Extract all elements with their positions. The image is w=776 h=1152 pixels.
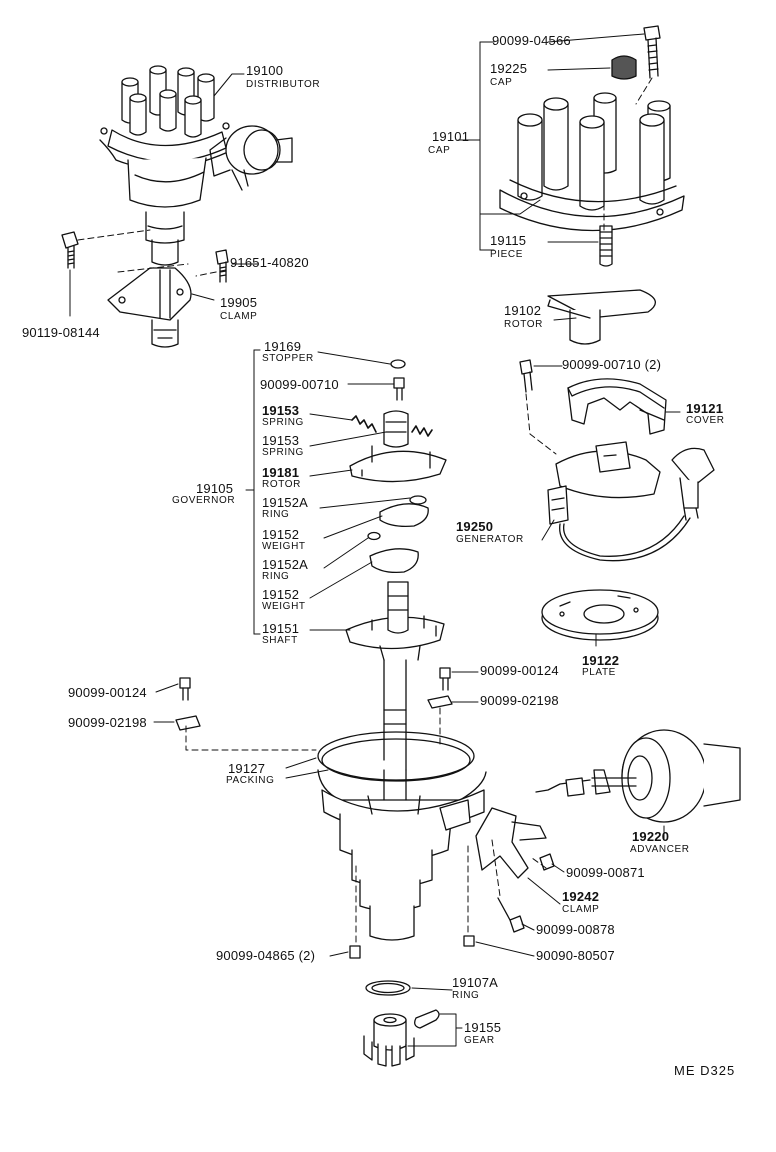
part-number-19905: 19905 (220, 295, 258, 310)
plate-19122-illustration (541, 589, 659, 641)
part-name-ring-a: RING (262, 509, 290, 520)
part-number-19152A-b: 19152A (262, 557, 309, 572)
distributor-assembly-illustration (61, 65, 293, 348)
part-number-91651-40820: 91651-40820 (230, 255, 309, 270)
screws-washers-illustration (175, 667, 453, 731)
part-name-distributor: DISTRIBUTOR (246, 79, 321, 90)
part-number-90099-00871: 90099-00871 (566, 865, 645, 880)
part-number-19105: 19105 (196, 481, 234, 496)
part-number-19242: 19242 (562, 889, 600, 904)
cover-19121-illustration (519, 359, 667, 435)
part-number-19169: 19169 (264, 339, 302, 354)
part-number-19153-a: 19153 (262, 403, 300, 418)
part-number-19153-b: 19153 (262, 433, 300, 448)
part-number-19127: 19127 (228, 761, 266, 776)
part-number-19152A-a: 19152A (262, 495, 309, 510)
assembly-lines (77, 77, 653, 947)
part-number-19107A: 19107A (452, 975, 499, 990)
part-name-rotor-19181: ROTOR (262, 479, 301, 490)
part-number-90099-00710-2: 90099-00710 (2) (562, 357, 662, 372)
diagram-reference-code: ME D325 (674, 1063, 736, 1078)
part-number-19122: 19122 (582, 653, 620, 668)
housing-illustration (317, 731, 555, 959)
part-name-spring-a: SPRING (262, 417, 304, 428)
part-name-piece: PIECE (490, 249, 524, 260)
part-number-90090-80507: 90090-80507 (536, 948, 615, 963)
part-number-90099-04566: 90099-04566 (492, 33, 571, 48)
part-number-90099-00124-right: 90099-00124 (480, 663, 559, 678)
part-name-cap-19225: CAP (490, 77, 513, 88)
part-number-19152-a: 19152 (262, 527, 300, 542)
part-number-90099-02198-right: 90099-02198 (480, 693, 559, 708)
generator-19250-illustration (547, 441, 715, 562)
rotor-19102-illustration (547, 289, 656, 345)
part-name-shaft: SHAFT (262, 635, 298, 646)
part-name-ring-19107A: RING (452, 990, 480, 1001)
part-number-19181: 19181 (262, 465, 300, 480)
cap-illustration (499, 25, 685, 267)
part-name-clamp: CLAMP (220, 311, 258, 322)
advancer-19220-illustration (535, 729, 741, 823)
part-name-governor: GOVERNOR (172, 495, 236, 506)
part-name-cap-19101: CAP (428, 145, 451, 156)
part-number-90099-00710: 90099-00710 (260, 377, 339, 392)
leader-lines (69, 33, 681, 1047)
part-number-90099-00878: 90099-00878 (536, 922, 615, 937)
part-name-weight-b: WEIGHT (262, 601, 306, 612)
part-number-90099-04865: 90099-04865 (2) (216, 948, 316, 963)
part-number-90119-08144: 90119-08144 (22, 325, 100, 340)
part-name-spring-b: SPRING (262, 447, 304, 458)
governor-parts-illustration (345, 359, 447, 771)
gear-and-ring-illustration (363, 980, 440, 1067)
part-number-19152-b: 19152 (262, 587, 300, 602)
part-name-plate: PLATE (582, 667, 616, 678)
part-number-19151: 19151 (262, 621, 300, 636)
part-name-generator: GENERATOR (456, 534, 524, 545)
part-number-19100: 19100 (246, 63, 284, 78)
part-name-ring-b: RING (262, 571, 290, 582)
part-name-packing: PACKING (226, 775, 275, 786)
part-name-weight-a: WEIGHT (262, 541, 306, 552)
part-number-19225: 19225 (490, 61, 528, 76)
part-number-90099-02198-left: 90099-02198 (68, 715, 147, 730)
part-number-19155: 19155 (464, 1020, 502, 1035)
part-name-advancer: ADVANCER (630, 844, 690, 855)
part-number-19121: 19121 (686, 401, 724, 416)
part-number-19220: 19220 (632, 829, 670, 844)
part-name-gear: GEAR (464, 1035, 495, 1046)
part-name-stopper: STOPPER (262, 353, 314, 364)
part-number-19101: 19101 (432, 129, 470, 144)
part-name-rotor-19102: ROTOR (504, 319, 543, 330)
part-number-19102: 19102 (504, 303, 542, 318)
part-number-19250: 19250 (456, 519, 494, 534)
part-number-19115: 19115 (490, 233, 527, 248)
part-name-cover: COVER (686, 415, 725, 426)
part-number-90099-00124-left: 90099-00124 (68, 685, 147, 700)
part-name-clamp-19242: CLAMP (562, 904, 600, 915)
